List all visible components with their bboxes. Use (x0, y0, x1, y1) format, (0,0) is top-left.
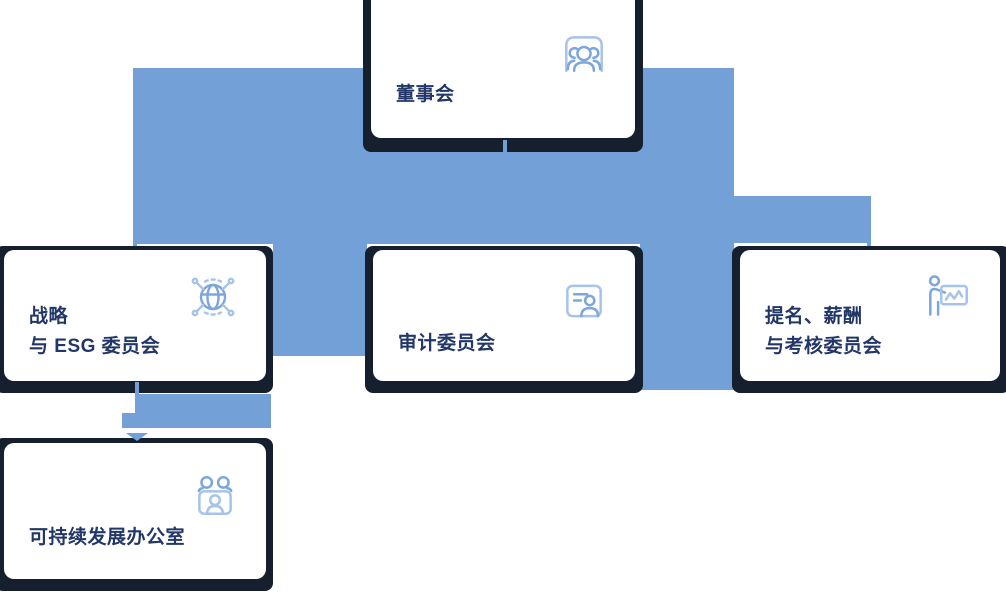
node-label: 审计委员会 (398, 329, 496, 359)
node-label: 可持续发展办公室 (29, 523, 185, 553)
connector-step-lower (122, 413, 271, 428)
connector-gap-right (640, 244, 734, 390)
team-office-icon (197, 476, 233, 515)
connector-arm-right (734, 196, 871, 243)
org-node-board: 董事会 (371, 0, 635, 138)
node-label-line: 与考核委员会 (765, 336, 883, 357)
connector-line-board (503, 140, 507, 153)
node-label: 战略 与 ESG 委员会 (29, 302, 160, 362)
connector-gap-left (273, 244, 367, 356)
board-meeting-icon (565, 36, 603, 72)
node-label-line: 可持续发展办公室 (29, 527, 186, 548)
globe-network-icon (191, 277, 235, 317)
node-label: 提名、薪酬 与考核委员会 (765, 302, 882, 362)
org-node-nomination: 提名、薪酬 与考核委员会 (740, 250, 1000, 381)
connector-line-strategy (135, 382, 139, 394)
node-label-line: 提名、薪酬 (765, 306, 863, 327)
node-label-line: 审计委员会 (398, 333, 496, 354)
node-label: 董事会 (396, 80, 455, 110)
node-label-line: 与 ESG 委员会 (29, 336, 161, 357)
org-node-audit: 审计委员会 (373, 250, 635, 381)
presentation-chart-icon (928, 275, 968, 316)
org-node-sustainability: 可持续发展办公室 (4, 443, 266, 579)
connector-stub-right (867, 243, 871, 248)
connector-arrow-down-icon (126, 433, 148, 441)
org-node-strategy-esg: 战略 与 ESG 委员会 (4, 250, 266, 381)
node-label-line: 董事会 (396, 84, 455, 105)
connector-step-upper (135, 394, 271, 413)
node-label-line: 战略 (29, 306, 69, 327)
audit-document-icon (566, 284, 602, 318)
